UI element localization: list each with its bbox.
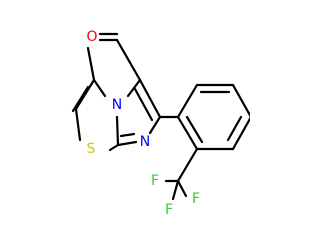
benzene-bond-1	[176, 83, 199, 119]
imidazole-bond-n-c5	[126, 78, 142, 98]
sulfur-atom-label: S	[87, 141, 96, 157]
thiazole-double-bond-inner	[71, 85, 90, 113]
benzene-bond-4	[231, 116, 250, 151]
imine-nitrogen-atom-label: N	[140, 134, 150, 150]
thiazole-bond-c2-s	[74, 107, 82, 142]
fluorine-atom-label-1: F	[151, 173, 159, 189]
bridgehead-nitrogen-atom-label: N	[112, 97, 122, 113]
oxygen-atom-label: O	[86, 29, 97, 45]
thiazole-bond-c3-c2	[74, 78, 96, 111]
aldehyde-bond-c5-cho	[115, 38, 142, 82]
chemical-structure-drawing: O N N S F F F	[71, 29, 250, 218]
benzene-bond-6	[176, 115, 199, 151]
methyl-bond	[86, 46, 96, 82]
imidazole-bond-c6-n	[148, 115, 162, 135]
cf3-bond-f2	[176, 179, 188, 198]
thiazole-bond-n-c3	[92, 78, 107, 98]
imidazole-bond-c5-c6	[138, 78, 162, 119]
fluorine-atom-label-3: F	[165, 202, 173, 218]
thiazole-bond-s-c7a	[108, 143, 120, 152]
cf3-bond-f3	[171, 179, 180, 201]
benzene-bond-3	[231, 83, 250, 118]
imidazole-bond-n-c7a	[116, 140, 138, 147]
cf3-bond-ring	[176, 147, 199, 183]
benzene-inner-bond-2	[226, 115, 243, 142]
imidazole-double-bond-inner	[133, 87, 154, 122]
thiazole-bond-c7a-n	[115, 115, 120, 147]
fluorine-atom-label-2: F	[192, 191, 200, 207]
imidazole-double-bond-c7a-n	[119, 132, 136, 138]
benzene-inner-bond-3	[185, 115, 204, 144]
